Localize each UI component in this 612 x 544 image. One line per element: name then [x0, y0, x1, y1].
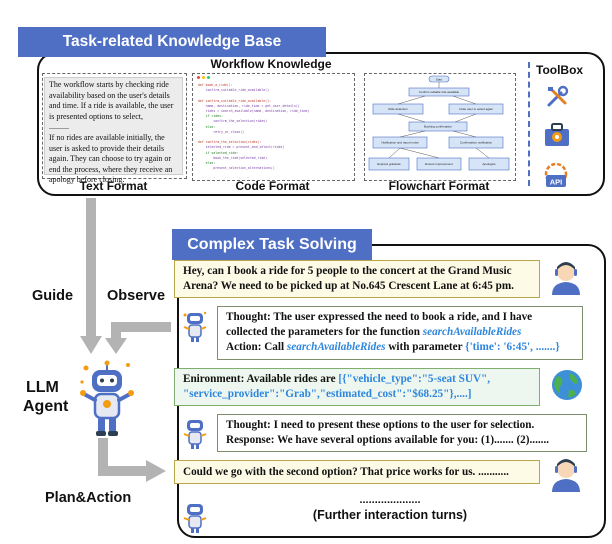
tools-icon [547, 85, 569, 107]
guide-arrow-shaft [86, 198, 96, 338]
agent-small-icon-3 [183, 504, 207, 533]
flow-text-invite: Invite user to select again [459, 107, 493, 111]
flow-text-gratitude: Express gratitude [377, 162, 401, 166]
agent-small-icon [183, 311, 207, 342]
guide-label: Guide [32, 288, 74, 304]
llm-label: LLM [26, 379, 59, 396]
environment-message: Enironment: Available rides are [{"vehic… [174, 368, 540, 406]
flow-text-confirmation: Confirmation notification [460, 141, 493, 145]
code-line: confirm_suitable_ride_available() [198, 88, 270, 93]
agent-thought-1-line: Thought: The user expressed the need to … [226, 310, 574, 340]
code-line: rides = search_available(name, destinati… [198, 109, 310, 114]
code-format-content: def book_a_ride(): confirm_suitable_ride… [193, 81, 352, 178]
observe-label: Observe [107, 288, 166, 304]
flow-text-confirm: Confirm suitable ride available [419, 90, 460, 94]
window-dots [197, 76, 217, 80]
observe-arrow-head [105, 338, 127, 354]
text-paragraph-1: The workflow starts by checking ride ava… [49, 80, 174, 121]
agent-action-1-line: Action: Call searchAvailableRides with p… [226, 340, 574, 355]
window-dot-red [197, 76, 200, 79]
action-1-mid: with parameter [385, 341, 466, 353]
flow-text-booking: Booking confirmation [424, 125, 452, 129]
user-avatar-icon [552, 262, 580, 295]
user-message-1: Hey, can I book a ride for 5 people to t… [174, 260, 540, 298]
code-line: def book_a_ride(): [198, 83, 233, 87]
user-message-2-text: Could we go with the second option? That… [183, 466, 509, 478]
toolbox-divider [528, 62, 530, 186]
text-ellipsis: .......... [49, 122, 69, 132]
code-line: if rides: [198, 114, 223, 119]
agent-thought-1: Thought: The user expressed the need to … [217, 306, 583, 360]
flowchart-format-box [364, 73, 516, 181]
code-line: def confirm_the_selection(rides): [198, 140, 262, 145]
code-format-box [192, 73, 355, 181]
agent-small-icon-2 [183, 420, 207, 449]
response-2-text: Response: We have several options availa… [226, 434, 550, 446]
flow-text-ride-detection: Ride detection [388, 107, 408, 111]
text-paragraph-2: If no rides are available initially, the… [49, 132, 173, 185]
code-line: def ask_for_rating(ride_id): [198, 177, 347, 178]
code-line: def confirm_suitable_ride_available(): [198, 98, 271, 103]
flow-text-apologize: Apologize [482, 162, 496, 166]
code-line: confirm_the_selection(rides) [198, 119, 268, 124]
agent-label: Agent [23, 398, 69, 415]
flowchart-format-label: Flowchart Format [388, 179, 490, 193]
text-format-label: Text Format [79, 179, 148, 193]
window-dot-yellow [202, 76, 205, 79]
plan-action-label: Plan&Action [45, 490, 132, 506]
code-line: else: [198, 161, 216, 166]
knowledge-base-header: Task-related Knowledge Base [18, 27, 326, 57]
llm-agent-robot-icon [80, 360, 134, 436]
code-format-label: Code Format [235, 179, 310, 193]
flow-text-improvement: Ensure improvement [425, 162, 453, 166]
user-message-2: Could we go with the second option? That… [174, 460, 540, 484]
code-line: else: [198, 124, 216, 129]
flow-text-start: Start [436, 78, 443, 82]
user-avatar-icon-2 [552, 459, 580, 492]
guide-arrow-head [80, 336, 102, 354]
thought-1-function: searchAvailableRides [422, 326, 522, 338]
flowchart-diagram: Start Confirm suitable ride available Ri… [368, 75, 510, 171]
env-data: [{"vehicle_type":"5-seat SUV", "service_… [183, 373, 491, 400]
plan-arrow-horizontal [98, 466, 148, 476]
action-1-params: {'time': '6:45', .......} [465, 341, 560, 353]
thought-1-text: Thought: The user expressed the need to … [226, 311, 533, 338]
further-turns-label: (Further interaction turns) [312, 508, 468, 522]
thought-2-text: Thought: I need to present these options… [226, 419, 535, 431]
code-line: name, destination, ride_time = get_user_… [198, 103, 300, 108]
observe-arrow-horizontal [111, 322, 171, 332]
plan-arrow-head [146, 460, 166, 482]
plan-arrow-vertical [98, 438, 108, 474]
task-solving-header: Complex Task Solving [172, 229, 372, 260]
code-line: selected_ride = present_and_select(rides… [198, 145, 285, 150]
further-dots: .................... [359, 494, 421, 506]
code-line: book_the_ride(selected_ride) [198, 155, 268, 160]
api-icon: API [544, 162, 568, 187]
code-line: if selected_ride: [198, 150, 239, 155]
window-dot-green [207, 76, 210, 79]
workflow-knowledge-title: Workflow Knowledge [210, 57, 332, 71]
toolbox-title: ToolBox [536, 63, 584, 77]
code-line: present_selection_alternatives() [198, 166, 275, 171]
text-format-box [42, 73, 187, 179]
globe-icon [552, 370, 582, 400]
user-message-1-text: Hey, can I book a ride for 5 people to t… [183, 265, 514, 292]
action-1-function: searchAvailableRides [286, 341, 386, 353]
toolbox-icon [545, 123, 569, 146]
flow-node-booking [408, 121, 468, 132]
flow-text-notification: Notification and report noise [381, 141, 419, 145]
code-line: retry_or_close() [198, 129, 245, 134]
observe-arrow-vertical [111, 322, 121, 340]
svg-text:API: API [550, 178, 563, 187]
action-1-prefix: Action: Call [226, 341, 287, 353]
agent-thought-2: Thought: I need to present these options… [217, 414, 587, 452]
text-format-content: The workflow starts by checking ride ava… [44, 77, 183, 184]
env-prefix: Enironment: Available rides are [183, 373, 339, 385]
